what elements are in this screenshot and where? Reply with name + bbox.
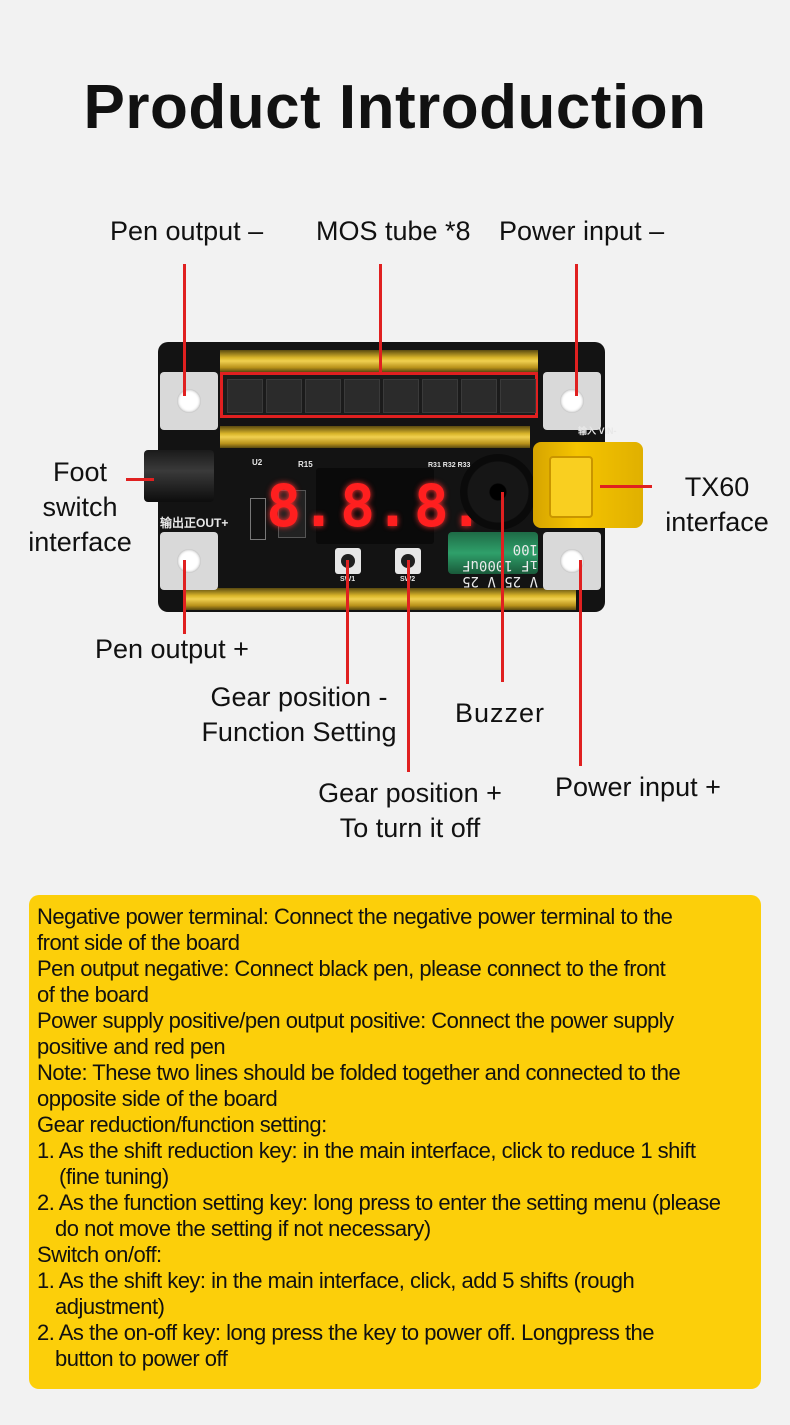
mos-tube bbox=[227, 379, 263, 413]
display-digit: 8. bbox=[340, 472, 410, 540]
callout-line-buzzer bbox=[501, 492, 504, 682]
controller-chip bbox=[278, 490, 306, 538]
mos-tube bbox=[344, 379, 380, 413]
note-line: Switch on/off: bbox=[37, 1242, 162, 1267]
note-line: positive and red pen bbox=[37, 1034, 226, 1059]
label-gear-minus-line1: Gear position - bbox=[210, 682, 388, 712]
tx60-socket bbox=[549, 456, 593, 518]
note-line: 1. As the shift reduction key: in the ma… bbox=[37, 1138, 696, 1163]
note-line: adjustment) bbox=[55, 1294, 165, 1319]
pad-power-input-minus bbox=[543, 372, 601, 430]
callout-line-foot-switch bbox=[126, 478, 154, 481]
page-title: Product Introduction bbox=[83, 73, 707, 142]
label-gear-plus: Gear position + To turn it off bbox=[308, 776, 512, 846]
label-tx60-line1: TX60 bbox=[684, 472, 750, 502]
buzzer bbox=[460, 454, 536, 530]
mos-tube bbox=[422, 379, 458, 413]
callout-line-pen-output-minus bbox=[183, 264, 186, 396]
note-line: Note: These two lines should be folded t… bbox=[37, 1060, 681, 1085]
label-gear-plus-line1: Gear position + bbox=[318, 778, 502, 808]
mos-tube bbox=[266, 379, 302, 413]
display-digit: 8. bbox=[266, 472, 337, 540]
note-line: Gear reduction/function setting: bbox=[37, 1112, 327, 1137]
callout-line-tx60 bbox=[600, 485, 652, 488]
note-line: 2. As the on-off key: long press the key… bbox=[37, 1320, 655, 1345]
mos-tube bbox=[383, 379, 419, 413]
label-power-input-plus: Power input + bbox=[555, 772, 721, 802]
label-gear-plus-line2: To turn it off bbox=[339, 813, 481, 843]
label-foot-switch: Foot switch interface bbox=[18, 455, 142, 560]
label-tx60: TX60 interface bbox=[655, 470, 779, 540]
led-display: 8. 8. 8. bbox=[266, 468, 484, 544]
copper-rail-bottom bbox=[184, 588, 576, 610]
callout-line-gear-minus bbox=[346, 560, 349, 684]
silk-r31: R31 R32 R33 bbox=[428, 462, 471, 469]
note-line: 2. As the function setting key: long pre… bbox=[37, 1190, 721, 1215]
note-line: opposite side of the board bbox=[37, 1086, 278, 1111]
callout-line-power-input-plus bbox=[579, 560, 582, 766]
mos-tube-strip bbox=[220, 372, 538, 418]
note-line: (fine tuning) bbox=[59, 1164, 169, 1189]
copper-rail-middle bbox=[220, 426, 530, 448]
label-pen-output-plus: Pen output + bbox=[95, 634, 249, 664]
label-foot-switch-line3: interface bbox=[28, 527, 132, 557]
label-gear-minus: Gear position - Function Setting bbox=[190, 680, 408, 750]
label-foot-switch-line1: Foot bbox=[52, 457, 108, 487]
capacitor: V 25 V 25 ıF 1000uF 100 bbox=[448, 532, 538, 589]
mos-tube bbox=[461, 379, 497, 413]
silk-r15: R15 bbox=[298, 460, 313, 469]
note-line: 1. As the shift key: in the main interfa… bbox=[37, 1268, 635, 1293]
note-line: front side of the board bbox=[37, 930, 240, 955]
label-pen-output-minus: Pen output – bbox=[110, 216, 264, 246]
label-foot-switch-line2: switch bbox=[42, 492, 118, 522]
note-line: do not move the setting if not necessary… bbox=[55, 1216, 431, 1241]
instructions-panel: Negative power terminal: Connect the neg… bbox=[29, 895, 761, 1389]
label-tx60-line2: interface bbox=[665, 507, 769, 537]
capacitor-text: V 25 V 25 ıF 1000uF 100 bbox=[462, 541, 538, 589]
label-mos-tube: MOS tube *8 bbox=[316, 216, 471, 246]
note-line: Negative power terminal: Connect the neg… bbox=[37, 904, 673, 929]
pin-header bbox=[250, 498, 266, 540]
pad-pen-output-plus bbox=[160, 532, 218, 590]
callout-line-power-input-minus bbox=[575, 264, 578, 396]
note-line: button to power off bbox=[55, 1346, 228, 1371]
callout-line-pen-output-plus bbox=[183, 560, 186, 634]
silk-out: 输出正OUT+ bbox=[160, 516, 229, 530]
note-line: of the board bbox=[37, 982, 149, 1007]
spot-welder-board: 8. 8. 8. V 25 V 25 ıF 1000uF 100 输出正OUT+… bbox=[144, 342, 643, 612]
callout-line-gear-plus bbox=[407, 560, 410, 772]
mos-tube bbox=[500, 379, 536, 413]
note-line: Power supply positive/pen output positiv… bbox=[37, 1008, 674, 1033]
foot-switch-jack bbox=[144, 450, 214, 502]
mos-tube bbox=[305, 379, 341, 413]
note-line: Pen output negative: Connect black pen, … bbox=[37, 956, 666, 981]
label-power-input-minus: Power input – bbox=[499, 216, 665, 246]
silk-u2: U2 bbox=[252, 458, 263, 467]
label-gear-minus-line2: Function Setting bbox=[201, 717, 397, 747]
pad-pen-output-minus bbox=[160, 372, 218, 430]
silk-in: 输入 VIN- bbox=[578, 426, 617, 436]
callout-line-mos-tube bbox=[379, 264, 382, 374]
pad-power-input-plus bbox=[543, 532, 601, 590]
label-buzzer: Buzzer bbox=[455, 698, 546, 728]
